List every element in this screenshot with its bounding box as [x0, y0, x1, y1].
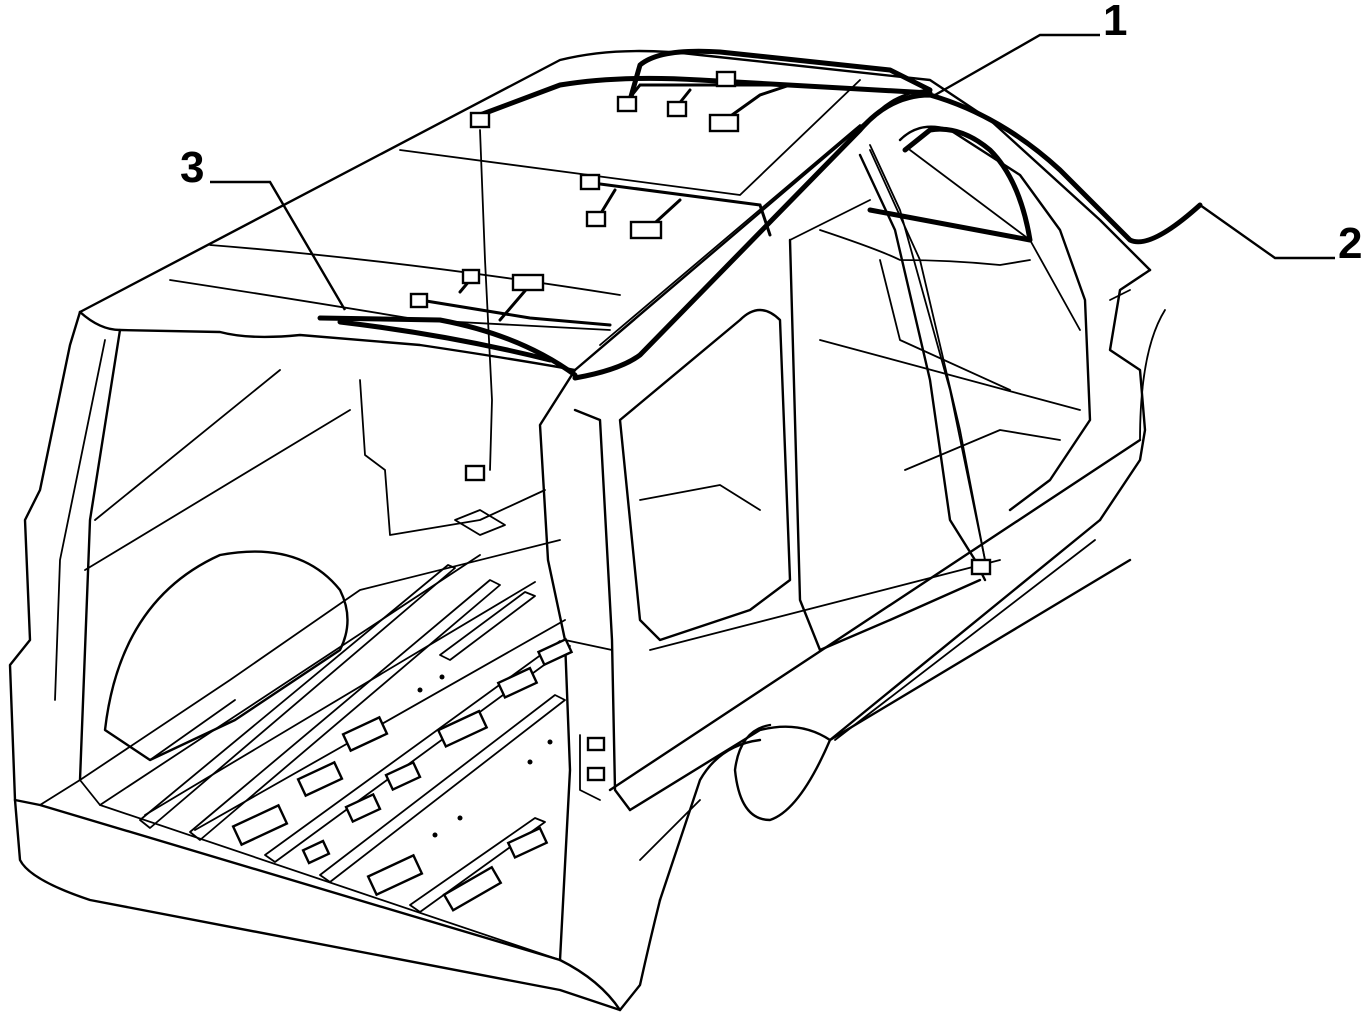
callout-1: 1	[934, 0, 1127, 97]
cargo-floor-details	[139, 564, 574, 913]
connector-icon	[970, 558, 992, 576]
connector-icon	[666, 100, 688, 118]
callout-3: 3	[180, 143, 347, 311]
rear-harness[interactable]	[317, 173, 772, 378]
callout-label-3: 3	[180, 143, 204, 192]
connector-icon	[461, 268, 481, 285]
connector-icon	[585, 210, 607, 228]
connector-icon	[715, 70, 737, 88]
callout-2: 2	[1199, 204, 1362, 268]
vehicle-body-shell	[8, 49, 1166, 1012]
connector-icon	[511, 273, 545, 292]
connector-icon	[579, 173, 601, 191]
connector-icon	[469, 111, 491, 129]
connector-icon	[616, 95, 638, 113]
callout-label-1: 1	[1103, 0, 1127, 45]
connector-icon	[464, 464, 486, 482]
side-harness[interactable]	[464, 92, 1203, 576]
connector-icon	[629, 220, 663, 240]
roof-harness[interactable]	[469, 48, 933, 133]
callout-label-2: 2	[1338, 219, 1362, 268]
connector-icon	[409, 292, 429, 309]
connector-icon	[708, 113, 740, 133]
